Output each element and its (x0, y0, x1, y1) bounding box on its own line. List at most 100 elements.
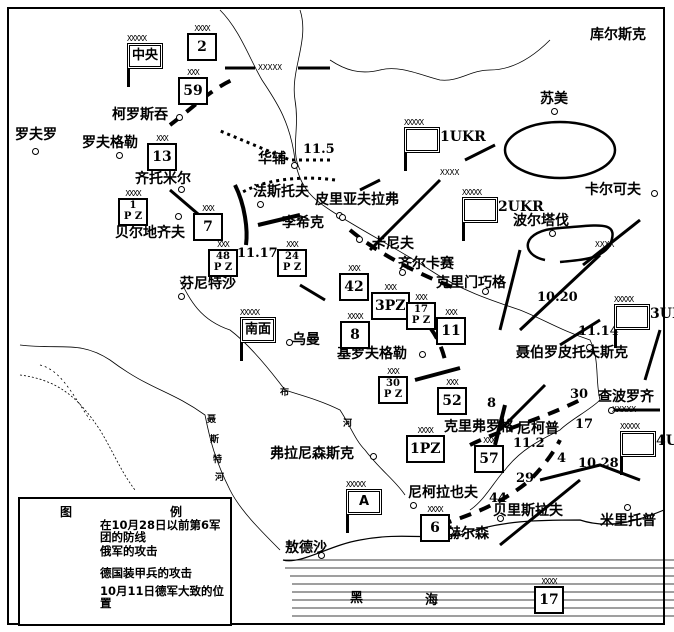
army-group-flag: XXXXX (620, 422, 656, 475)
flag-label (462, 197, 498, 223)
place-label: 聂伯罗皮托夫斯克 (516, 345, 628, 361)
echelon-mark: XXX (217, 240, 229, 249)
place-label: 库尔斯克 (590, 27, 646, 43)
town-marker (356, 236, 363, 243)
place-label: 华辅 (258, 151, 286, 167)
echelon-mark: XXX (415, 293, 427, 302)
river-label-dniester: 河 (215, 473, 225, 483)
river-label-bug: 布 (280, 388, 290, 398)
army-group-flag: XXXXX (462, 188, 498, 241)
unit-number: 48 P Z (208, 249, 238, 277)
number-label: 17 (575, 417, 594, 432)
town-marker (419, 351, 426, 358)
place-label: 查波罗齐 (598, 389, 654, 405)
town-marker (497, 515, 504, 522)
legend-title-left: 图 (60, 505, 73, 519)
legend-item-defense-line: 在10月28日以前第6军团的防线 (100, 518, 221, 544)
flag-label: A (346, 489, 382, 515)
river-label-dniester: 斯 (210, 435, 220, 445)
town-marker (399, 269, 406, 276)
river-label-dniester: 聂 (207, 415, 217, 425)
echelon-mark: XXXXX (614, 295, 634, 304)
flag-pole (240, 343, 243, 361)
echelon-mark: XXXX (194, 24, 210, 33)
place-label: 波尔塔伐 (513, 213, 569, 229)
town-marker (586, 344, 593, 351)
german-position-oct11 (233, 184, 249, 246)
echelon-mark: XXXX (427, 505, 443, 514)
town-marker (116, 152, 123, 159)
town-marker (318, 552, 325, 559)
echelon-mark: XXXX (125, 189, 141, 198)
unit-number: 1PZ (406, 435, 445, 463)
unit-number: 11 (436, 317, 466, 345)
town-marker (549, 230, 556, 237)
town-marker (257, 201, 264, 208)
place-label: 尼柯普 (517, 421, 559, 437)
flag-pole (127, 69, 130, 87)
army-group-flag: XXXXX (614, 295, 650, 348)
unit-number: 3PZ (371, 292, 410, 320)
echelon-mark: XXX (446, 378, 458, 387)
boundary-mark: XXXXX (258, 63, 283, 72)
date-label: 10.28 (578, 456, 619, 471)
echelon-mark: XXX (286, 240, 298, 249)
river-seim (329, 39, 551, 81)
rivers (19, 9, 601, 551)
unit-number: 42 (339, 273, 369, 301)
boundary-lines (225, 66, 660, 412)
unit-number: 13 (147, 143, 177, 171)
town-marker (178, 186, 185, 193)
place-label: 罗夫罗 (15, 127, 57, 143)
echelon-mark: XXXXX (462, 188, 482, 197)
river-bug (179, 279, 406, 496)
date-label: 11.5 (303, 142, 335, 157)
echelon-mark: XXX (384, 283, 397, 292)
number-label: 30 (570, 387, 589, 402)
echelon-mark: XXXX (347, 312, 363, 321)
date-label: 10.20 (537, 290, 578, 305)
echelon-mark: XXXXX (404, 118, 424, 127)
sea-label: 海 (425, 593, 439, 608)
echelon-mark: XXXXX (346, 480, 366, 489)
soviet-front-sumy (503, 120, 617, 180)
flag-pole (346, 515, 349, 533)
number-label: 4 (557, 451, 567, 466)
place-label: 克里门巧格 (436, 275, 506, 291)
boundary-mark: XXXXX (612, 405, 637, 414)
unit-number: 8 (340, 321, 370, 349)
place-label: 赫尔森 (447, 526, 489, 542)
legend-item-soviet-attack: 俄军的攻击 (100, 544, 158, 558)
town-marker (286, 339, 293, 346)
echelon-mark: XXXXX (620, 422, 640, 431)
unit-number: 2 (187, 33, 217, 61)
place-label: 齐尔卡赛 (398, 256, 454, 272)
unit-number: 1 P Z (118, 198, 148, 226)
flag-label: 中央 (127, 43, 163, 69)
coastline (282, 509, 665, 562)
sea-label: 黑 (350, 591, 364, 606)
town-marker (175, 213, 182, 220)
flag-pole (404, 153, 407, 171)
flag-pole (462, 223, 465, 241)
flag-label (620, 431, 656, 457)
place-label: 卡尔可夫 (585, 182, 641, 198)
unit-number: 17 P Z (406, 302, 436, 330)
river-dnieper (329, 209, 601, 511)
echelon-mark: XXXXX (240, 308, 260, 317)
